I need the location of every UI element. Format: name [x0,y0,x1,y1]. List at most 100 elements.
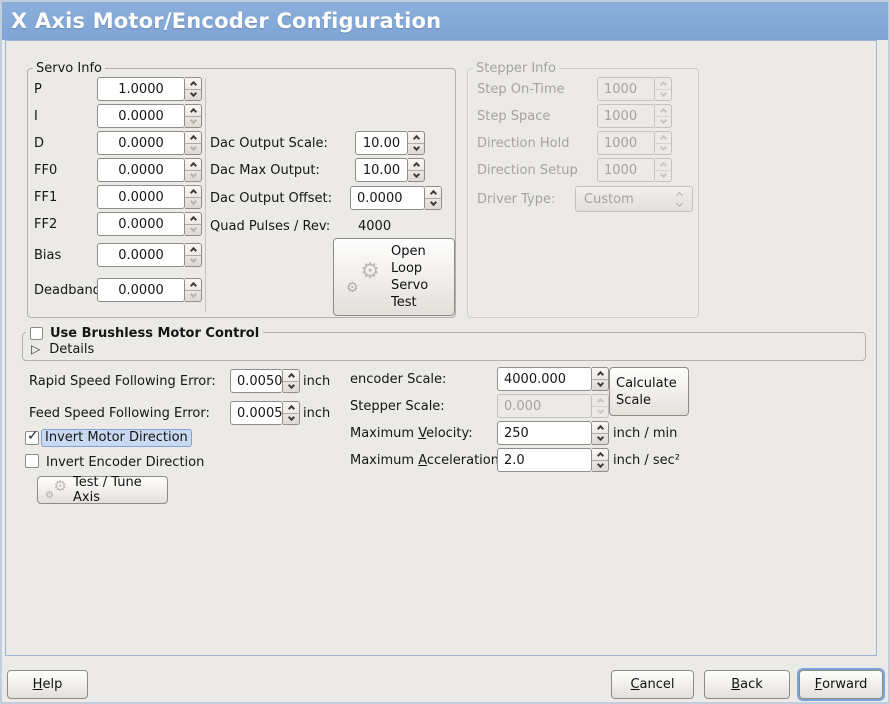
dac-max-output-input[interactable]: 10.00 [355,158,408,182]
spin-down-icon[interactable] [185,90,201,101]
dac-max-output-spinner[interactable] [408,158,425,182]
spin-down-icon[interactable] [408,171,424,182]
updown-chevron-icon [675,191,684,207]
feed-following-error-input[interactable]: 0.0005 [230,401,283,425]
spin-down-icon[interactable] [283,414,299,425]
gears-icon [346,259,380,295]
maximum-velocity-label: Maximum Velocity: [350,426,473,441]
step-space-spinner [655,104,672,128]
spin-up-icon[interactable] [408,159,424,171]
spin-up-icon[interactable] [283,370,299,382]
test-tune-axis-button[interactable]: Test / Tune Axis [37,475,168,505]
spin-up-icon[interactable] [408,132,424,144]
dac-output-offset-input[interactable]: 0.0000 [350,186,425,210]
spin-up-icon[interactable] [592,368,608,380]
spin-down-icon[interactable] [283,382,299,393]
spin-down-icon[interactable] [185,117,201,128]
stepper-info-frame [467,68,699,318]
bias-spinner[interactable] [185,243,202,267]
spin-up-icon[interactable] [185,78,201,90]
ff2-input[interactable]: 0.0000 [97,212,185,236]
servo-info-frame-title: Servo Info [33,61,105,76]
spin-up-icon[interactable] [185,186,201,198]
rapid-following-error-spinner[interactable] [283,369,300,393]
spin-down-icon[interactable] [185,171,201,182]
invert-motor-direction-label[interactable]: Invert Motor Direction [41,429,192,447]
ff1-input[interactable]: 0.0000 [97,185,185,209]
maximum-acceleration-spinner[interactable] [592,448,609,472]
spin-up-icon[interactable] [185,213,201,225]
spin-down-icon[interactable] [592,461,608,472]
ff0-input[interactable]: 0.0000 [97,158,185,182]
details-expander[interactable]: Details [31,342,94,357]
spin-up-icon [655,159,671,171]
brushless-frame [22,332,866,361]
spin-up-icon[interactable] [185,244,201,256]
spin-down-icon[interactable] [185,291,201,302]
invert-encoder-direction-label[interactable]: Invert Encoder Direction [46,455,205,470]
spin-down-icon[interactable] [592,380,608,391]
calculate-scale-button[interactable]: Calculate Scale [609,367,689,416]
spin-up-icon[interactable] [185,279,201,291]
spin-up-icon[interactable] [592,449,608,461]
spin-down-icon[interactable] [408,144,424,155]
dac-output-scale-spinner[interactable] [408,131,425,155]
driver-type-value: Custom [584,191,634,207]
dac-max-output-label: Dac Max Output: [210,163,320,178]
ff2-label: FF2 [34,217,58,232]
p-input[interactable]: 1.0000 [97,77,185,101]
spin-down-icon[interactable] [185,225,201,236]
deadband-spinner[interactable] [185,278,202,302]
spin-up-icon[interactable] [425,187,441,199]
step-space-label: Step Space [477,109,551,124]
spin-down-icon[interactable] [425,199,441,210]
i-spinner[interactable] [185,104,202,128]
spin-down-icon [592,407,608,418]
i-input[interactable]: 0.0000 [97,104,185,128]
stepper-scale-input: 0.000 [497,394,592,418]
d-input[interactable]: 0.0000 [97,131,185,155]
maximum-velocity-input[interactable]: 250 [497,421,592,445]
dac-output-scale-input[interactable]: 10.00 [355,131,408,155]
spin-down-icon[interactable] [592,434,608,445]
ff1-spinner[interactable] [185,185,202,209]
dac-output-offset-spinner[interactable] [425,186,442,210]
spin-down-icon[interactable] [185,144,201,155]
stepper-scale-label: Stepper Scale: [350,399,445,414]
invert-motor-direction-checkbox[interactable] [25,428,39,445]
spin-up-icon[interactable] [283,402,299,414]
ff0-spinner[interactable] [185,158,202,182]
driver-type-label: Driver Type: [477,192,556,207]
feed-following-error-spinner[interactable] [283,401,300,425]
open-loop-servo-test-button[interactable]: Open Loop Servo Test [333,238,455,316]
encoder-scale-input[interactable]: 4000.000 [497,367,592,391]
use-brushless-checkbox[interactable] [30,326,43,340]
spin-up-icon[interactable] [185,132,201,144]
spin-down-icon[interactable] [185,198,201,209]
direction-setup-spinner [655,158,672,182]
content-panel [5,40,877,656]
rapid-following-error-input[interactable]: 0.0050 [230,369,283,393]
dac-output-offset-label: Dac Output Offset: [210,191,332,206]
maximum-velocity-spinner[interactable] [592,421,609,445]
spin-up-icon[interactable] [592,422,608,434]
spin-down-icon[interactable] [185,256,201,267]
invert-encoder-direction-checkbox[interactable] [25,454,39,468]
p-spinner[interactable] [185,77,202,101]
step-space-input: 1000 [597,104,655,128]
bias-input[interactable]: 0.0000 [97,243,185,267]
maximum-acceleration-input[interactable]: 2.0 [497,448,592,472]
spin-up-icon[interactable] [185,105,201,117]
open-loop-servo-test-label: Open Loop Servo Test [391,244,429,310]
encoder-scale-spinner[interactable] [592,367,609,391]
servo-info-frame [27,68,456,318]
deadband-input[interactable]: 0.0000 [97,278,185,302]
spin-up-icon[interactable] [185,159,201,171]
d-spinner[interactable] [185,131,202,155]
ff2-spinner[interactable] [185,212,202,236]
gears-icon [45,479,67,501]
